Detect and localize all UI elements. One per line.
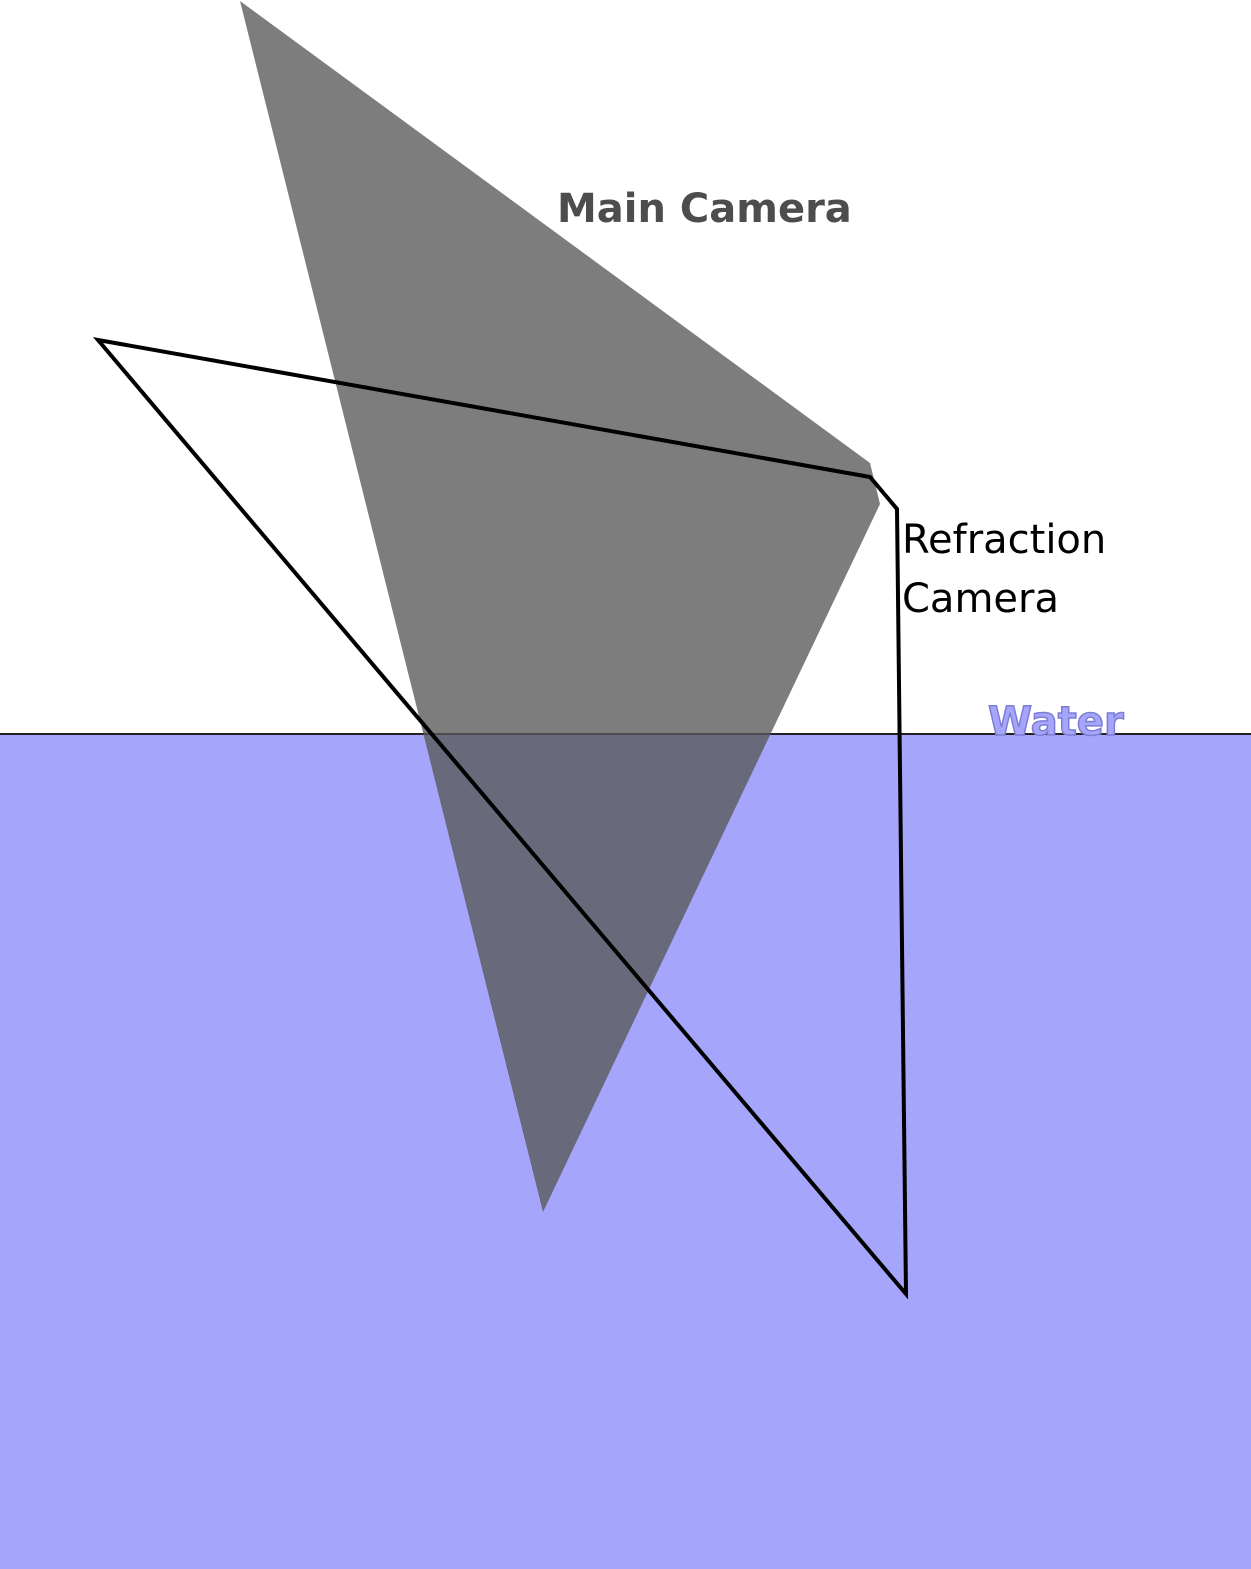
main-camera-frustum xyxy=(240,1,880,1212)
refraction-camera-label-line1: Refraction xyxy=(902,517,1106,563)
main-camera-label: Main Camera xyxy=(557,186,852,232)
refraction-camera-label-line2: Camera xyxy=(902,576,1059,622)
refraction-camera-frustum xyxy=(92,337,909,1300)
water-label: Water xyxy=(988,699,1124,745)
